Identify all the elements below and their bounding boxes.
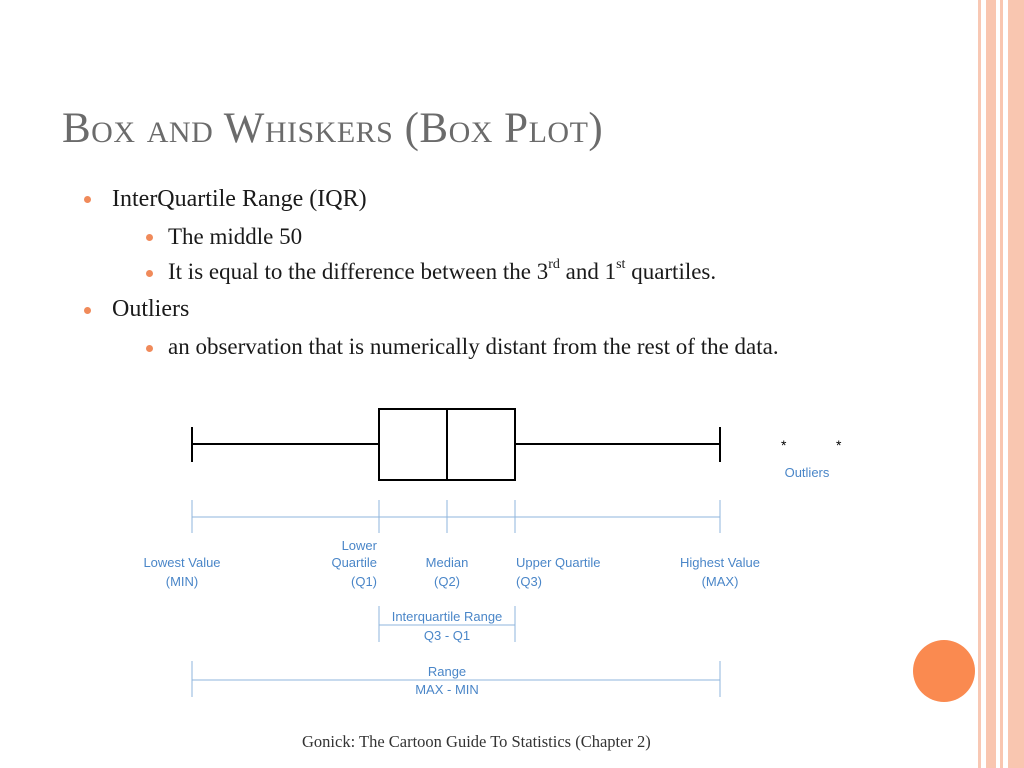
label-range-1: Range xyxy=(428,664,466,679)
bullet-difference: It is equal to the difference between th… xyxy=(168,257,717,284)
label-lower-1: Lower xyxy=(342,538,378,553)
label-lowest-2: (MIN) xyxy=(166,574,199,589)
label-iqr-1: Interquartile Range xyxy=(392,609,503,624)
decor-stripe-2 xyxy=(986,0,996,768)
bullet-dot-icon xyxy=(84,196,91,203)
footer-citation: Gonick: The Cartoon Guide To Statistics … xyxy=(302,732,651,751)
label-highest-2: (MAX) xyxy=(702,574,739,589)
decor-stripe-1 xyxy=(978,0,981,768)
slide-title: Box and Whiskers (Box Plot) xyxy=(62,105,604,152)
decor-orange-circle xyxy=(913,640,975,702)
label-highest-1: Highest Value xyxy=(680,555,760,570)
label-upper-2: (Q3) xyxy=(516,574,542,589)
label-iqr-2: Q3 - Q1 xyxy=(424,628,470,643)
label-lowest-1: Lowest Value xyxy=(143,555,220,570)
bullet-outliers: Outliers xyxy=(112,296,190,322)
bullet-dot-icon xyxy=(146,270,153,277)
bullet-iqr: InterQuartile Range (IQR) xyxy=(112,186,367,212)
label-median-1: Median xyxy=(426,555,469,570)
bullet-middle: The middle 50 xyxy=(168,224,303,249)
label-lower-3: (Q1) xyxy=(351,574,377,589)
label-lower-2: Quartile xyxy=(331,555,377,570)
outliers-label: Outliers xyxy=(785,465,830,480)
bullet-dot-icon xyxy=(84,307,91,314)
outlier-star-2: * xyxy=(836,437,842,453)
label-upper-1: Upper Quartile xyxy=(516,555,601,570)
decor-stripe-4 xyxy=(1008,0,1024,768)
label-range-2: MAX - MIN xyxy=(415,682,479,697)
bullet-dot-icon xyxy=(146,345,153,352)
label-median-2: (Q2) xyxy=(434,574,460,589)
bullet-outlier-definition: an observation that is numerically dista… xyxy=(168,334,779,359)
decor-stripe-3 xyxy=(1000,0,1003,768)
bullet-dot-icon xyxy=(146,234,153,241)
outlier-star-1: * xyxy=(781,437,787,453)
